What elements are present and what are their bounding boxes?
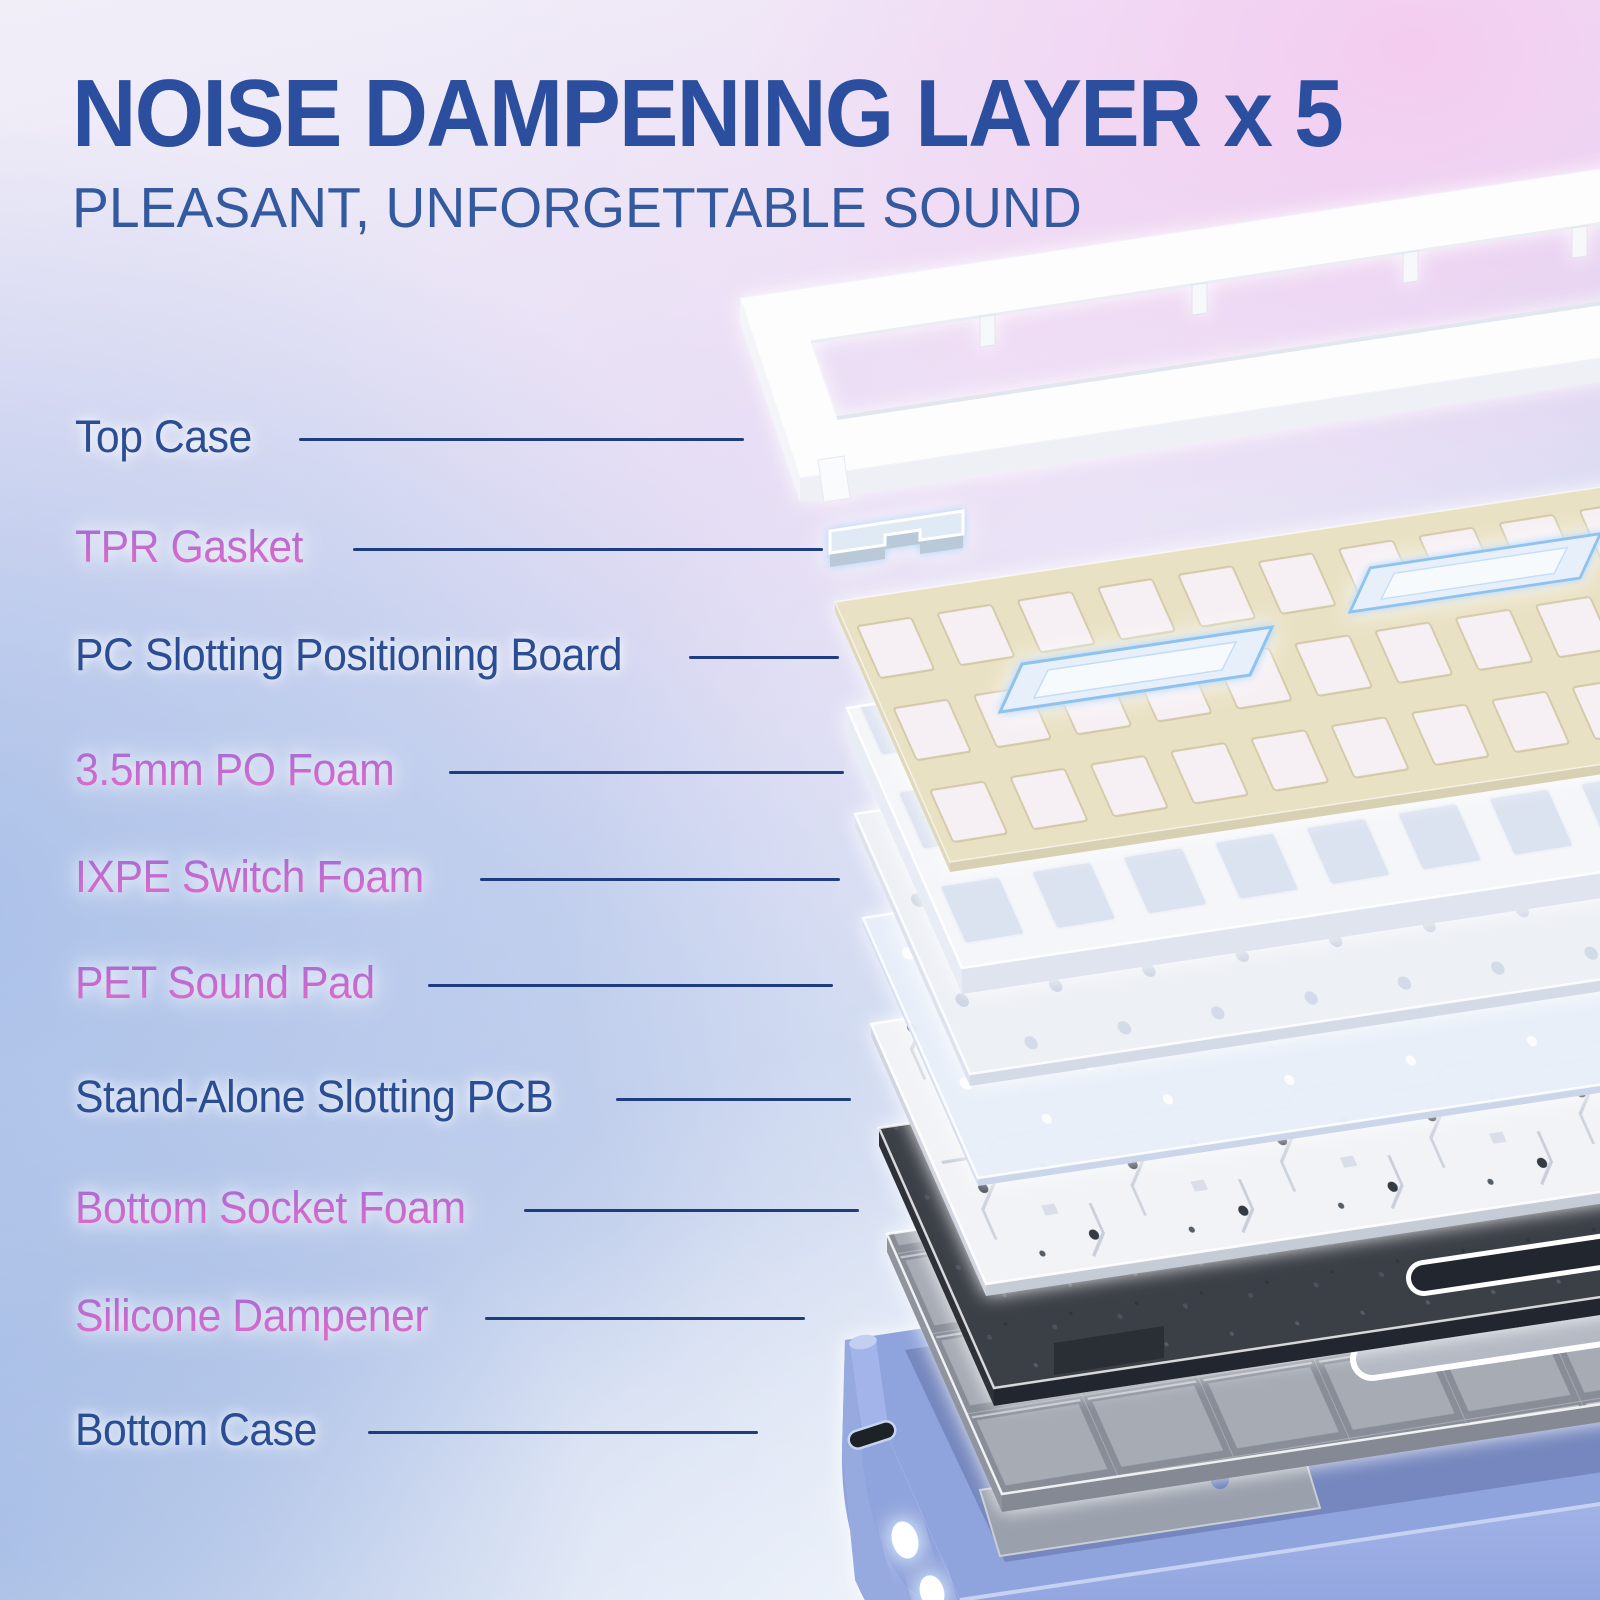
leader-line xyxy=(688,655,839,659)
page-title: NOISE DAMPENING LAYER x 5 xyxy=(72,60,1344,167)
label-pet-sound-pad: PET Sound Pad xyxy=(75,957,375,1008)
header: NOISE DAMPENING LAYER x 5 PLEASANT, UNFO… xyxy=(72,60,1437,241)
label-ixpe-switch-foam: IXPE Switch Foam xyxy=(75,851,424,902)
label-bottom-case: Bottom Case xyxy=(75,1404,317,1455)
callout-ixpe-switch-foam: IXPE Switch Foam xyxy=(75,847,841,907)
callout-bottom-socket-foam: Bottom Socket Foam xyxy=(75,1178,860,1238)
connector-hole xyxy=(919,1575,945,1600)
label-top-case: Top Case xyxy=(75,411,252,462)
leader-line xyxy=(449,770,845,774)
connector-hole xyxy=(891,1521,919,1559)
stabilizer-housing xyxy=(997,625,1275,714)
callout-silicone-dampener: Silicone Dampener xyxy=(75,1286,805,1346)
leader-line xyxy=(299,437,745,441)
page-subtitle: PLEASANT, UNFORGETTABLE SOUND xyxy=(72,175,1082,240)
layer-top-case xyxy=(739,168,1600,503)
leader-line xyxy=(524,1208,860,1212)
callout-top-case: Top Case xyxy=(75,407,745,467)
leader-line xyxy=(367,1430,758,1434)
leader-line xyxy=(428,983,834,987)
label-po-foam: 3.5mm PO Foam xyxy=(75,744,395,795)
callout-bottom-case: Bottom Case xyxy=(75,1400,758,1460)
layer-positioning-board xyxy=(833,486,1600,872)
case-clip xyxy=(979,225,1588,348)
label-tpr-gasket: TPR Gasket xyxy=(75,521,304,572)
label-silicone-dampener: Silicone Dampener xyxy=(75,1290,429,1341)
leader-line xyxy=(616,1097,852,1101)
label-positioning-board: PC Slotting Positioning Board xyxy=(75,629,623,680)
label-bottom-socket-foam: Bottom Socket Foam xyxy=(75,1182,466,1233)
callout-tpr-gasket: TPR Gasket xyxy=(75,517,824,577)
leader-line xyxy=(484,1316,805,1320)
layer-tpr-gasket xyxy=(828,509,965,567)
callout-positioning-board: PC Slotting Positioning Board xyxy=(75,625,839,685)
label-pcb: Stand-Alone Slotting PCB xyxy=(75,1071,554,1122)
leader-line xyxy=(480,877,841,881)
usb-c-port xyxy=(847,1420,897,1450)
leader-line xyxy=(353,547,824,551)
stabilizer-housing xyxy=(1347,532,1600,614)
callout-po-foam: 3.5mm PO Foam xyxy=(75,740,845,800)
callout-pcb: Stand-Alone Slotting PCB xyxy=(75,1067,852,1127)
callout-pet-sound-pad: PET Sound Pad xyxy=(75,953,834,1013)
